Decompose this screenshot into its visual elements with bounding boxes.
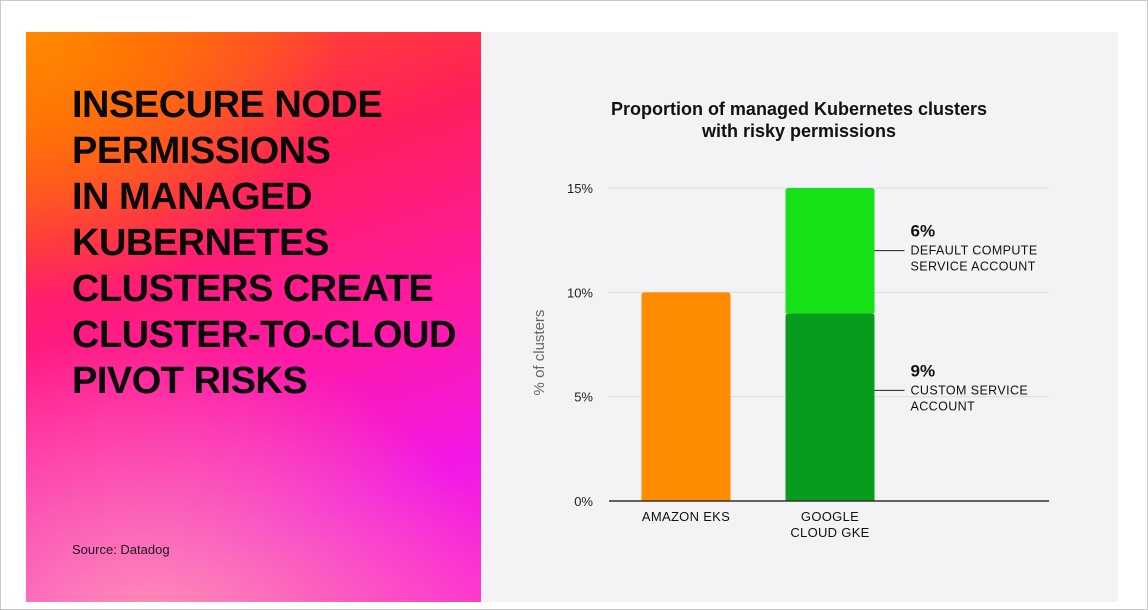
- headline-line: PIVOT RISKS: [72, 360, 308, 402]
- y-tick-label: 5%: [574, 390, 593, 405]
- headline-line: CLUSTERS CREATE: [72, 268, 434, 310]
- y-axis-label: % of clusters: [531, 310, 548, 396]
- category-label: GOOGLE: [801, 509, 859, 524]
- chart-title-line: Proportion of managed Kubernetes cluster…: [611, 99, 987, 119]
- y-tick-label: 15%: [567, 181, 593, 196]
- annotation-label: SERVICE ACCOUNT: [911, 260, 1036, 274]
- headline-line: KUBERNETES: [72, 222, 329, 264]
- headline-line: CLUSTER-TO-CLOUD: [72, 314, 456, 356]
- headline-line: PERMISSIONS: [72, 130, 331, 172]
- bar-chart: Proportion of managed Kubernetes cluster…: [531, 99, 1049, 540]
- bar-eks: [641, 292, 731, 501]
- annotation-value: 6%: [911, 222, 936, 241]
- headline-line: IN MANAGED: [72, 176, 312, 218]
- bar-gke_default: [785, 188, 875, 314]
- category-label: AMAZON EKS: [642, 509, 730, 524]
- headline: INSECURE NODE PERMISSIONS IN MANAGED KUB…: [72, 82, 472, 404]
- chart-title-line: with risky permissions: [701, 121, 896, 141]
- source-note: Source: Datadog: [72, 542, 170, 557]
- headline-line: INSECURE NODE: [72, 84, 383, 126]
- bar-gke_custom: [785, 313, 875, 501]
- chart-panel: Proportion of managed Kubernetes cluster…: [481, 32, 1118, 602]
- annotation-label: ACCOUNT: [911, 399, 976, 413]
- y-tick-label: 10%: [567, 285, 593, 300]
- annotation-label: DEFAULT COMPUTE: [911, 244, 1038, 258]
- annotation-value: 9%: [911, 361, 936, 380]
- y-tick-label: 0%: [574, 494, 593, 509]
- headline-panel: INSECURE NODE PERMISSIONS IN MANAGED KUB…: [26, 32, 481, 602]
- annotation-label: CUSTOM SERVICE: [911, 383, 1029, 397]
- category-label: CLOUD GKE: [790, 525, 869, 540]
